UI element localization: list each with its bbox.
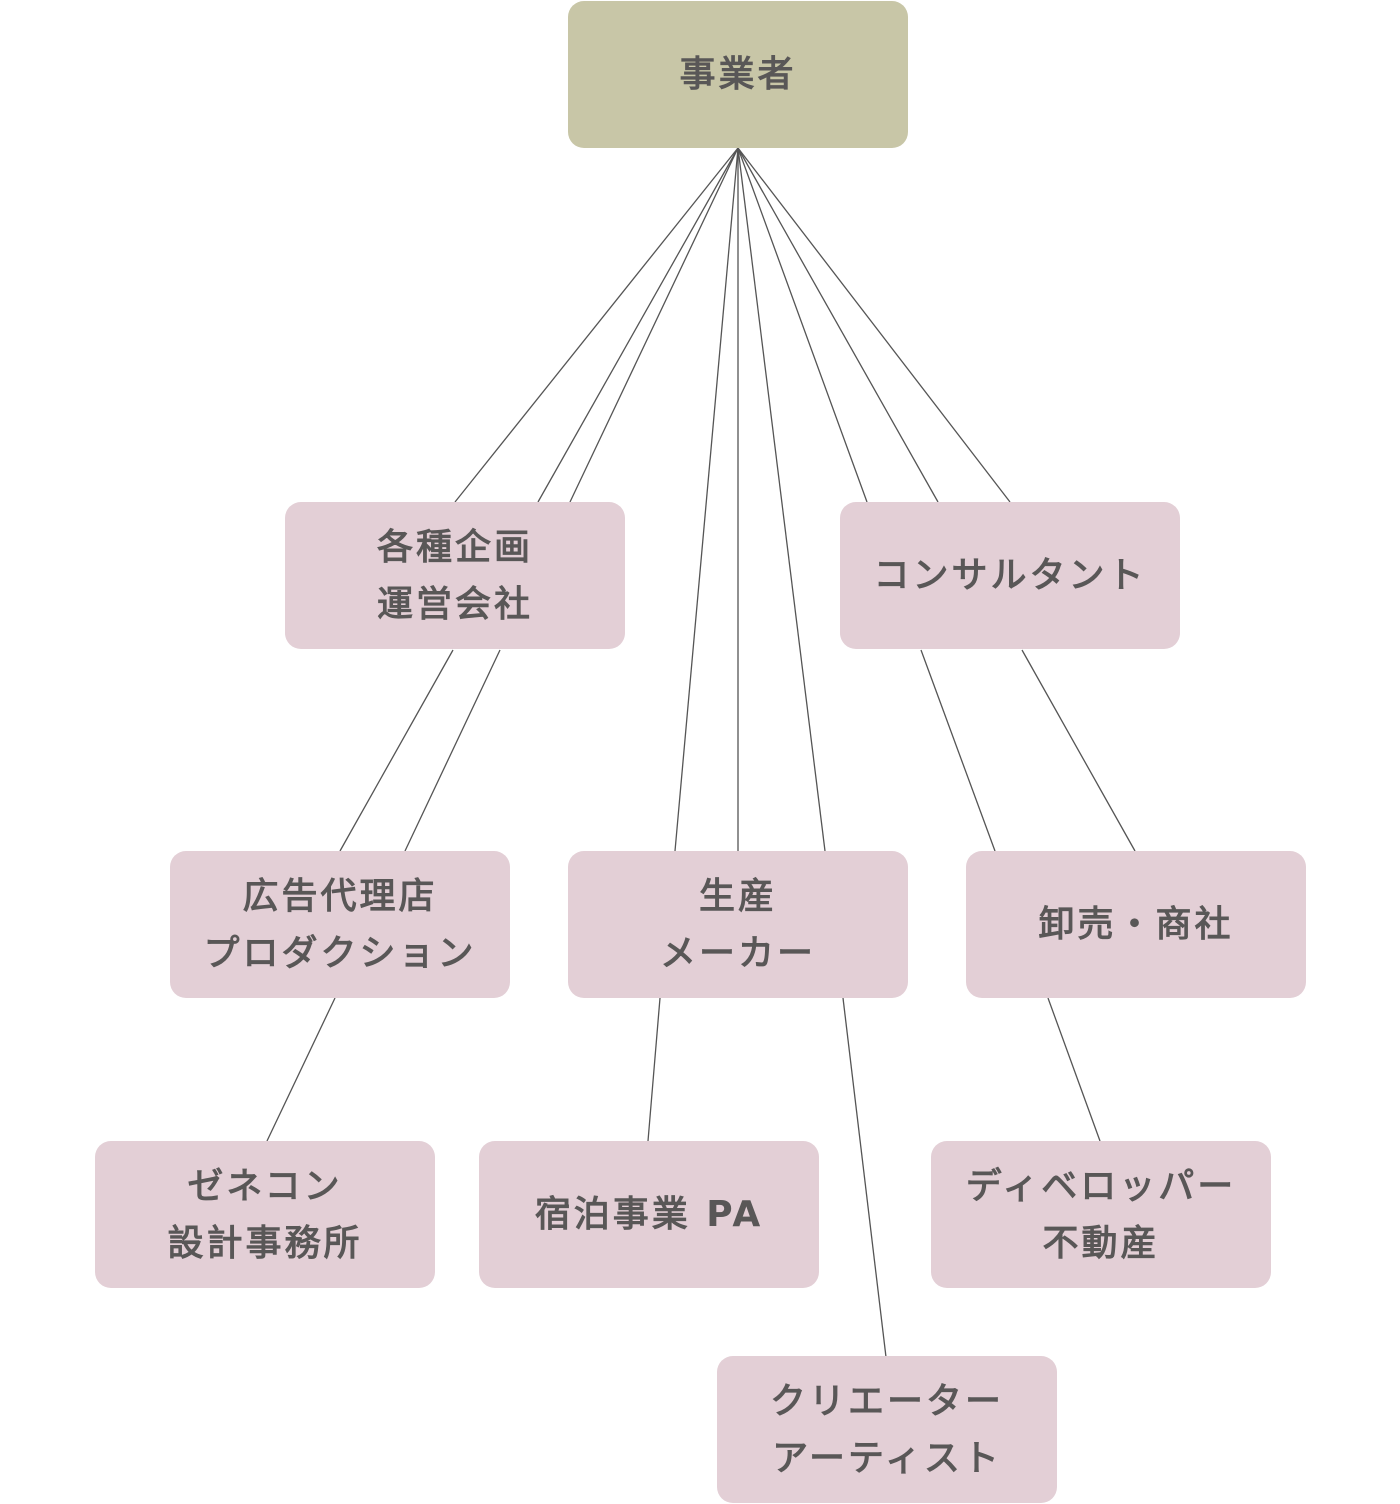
edge-planning-ad-agency-a xyxy=(339,649,454,852)
edge-consultant-wholesale-a xyxy=(920,649,996,852)
node-developer: ディベロッパー 不動産 xyxy=(931,1141,1271,1288)
node-lodging: 宿泊事業 PA xyxy=(479,1141,819,1288)
edge-root-ad-agency-a xyxy=(537,147,739,503)
node-label: ディベロッパー 不動産 xyxy=(965,1165,1237,1264)
edge-root-ad-agency-b xyxy=(569,147,739,503)
node-planning-operations: 各種企画 運営会社 xyxy=(285,502,625,649)
node-wholesale: 卸売・商社 xyxy=(966,851,1306,998)
node-creator: クリエーター アーティスト xyxy=(717,1356,1057,1503)
edge-consultant-wholesale-b xyxy=(1021,649,1136,852)
node-label: 卸売・商社 xyxy=(1038,904,1234,945)
node-label: 事業者 xyxy=(679,54,797,95)
node-manufacturer: 生産 メーカー xyxy=(568,851,908,998)
node-label: ゼネコン 設計事務所 xyxy=(167,1165,363,1264)
edge-root-developer xyxy=(737,147,868,503)
node-consultant: コンサルタント xyxy=(840,502,1180,649)
node-label: 各種企画 運営会社 xyxy=(376,526,533,625)
node-label: 生産 メーカー xyxy=(659,875,816,974)
node-label: クリエーター アーティスト xyxy=(769,1380,1004,1479)
edge-manufacturer-lodging xyxy=(647,997,661,1142)
edge-ad-agency-general-contractor xyxy=(266,997,336,1142)
edge-root-consultant xyxy=(737,147,1011,503)
edge-root-manufacturer-a xyxy=(674,147,739,852)
edge-wholesale-developer xyxy=(1047,997,1101,1142)
node-business-operator: 事業者 xyxy=(568,1,908,148)
edge-manufacturer-creator xyxy=(842,997,887,1358)
edge-root-planning xyxy=(454,147,739,503)
node-general-contractor: ゼネコン 設計事務所 xyxy=(95,1141,435,1288)
node-label: コンサルタント xyxy=(873,555,1147,596)
edge-planning-ad-agency-b xyxy=(404,649,501,852)
node-label: 広告代理店 プロダクション xyxy=(203,875,477,974)
node-ad-agency: 広告代理店 プロダクション xyxy=(170,851,510,998)
edge-root-wholesale xyxy=(737,147,939,503)
node-label: 宿泊事業 PA xyxy=(534,1194,764,1235)
edge-root-creator xyxy=(737,147,826,852)
